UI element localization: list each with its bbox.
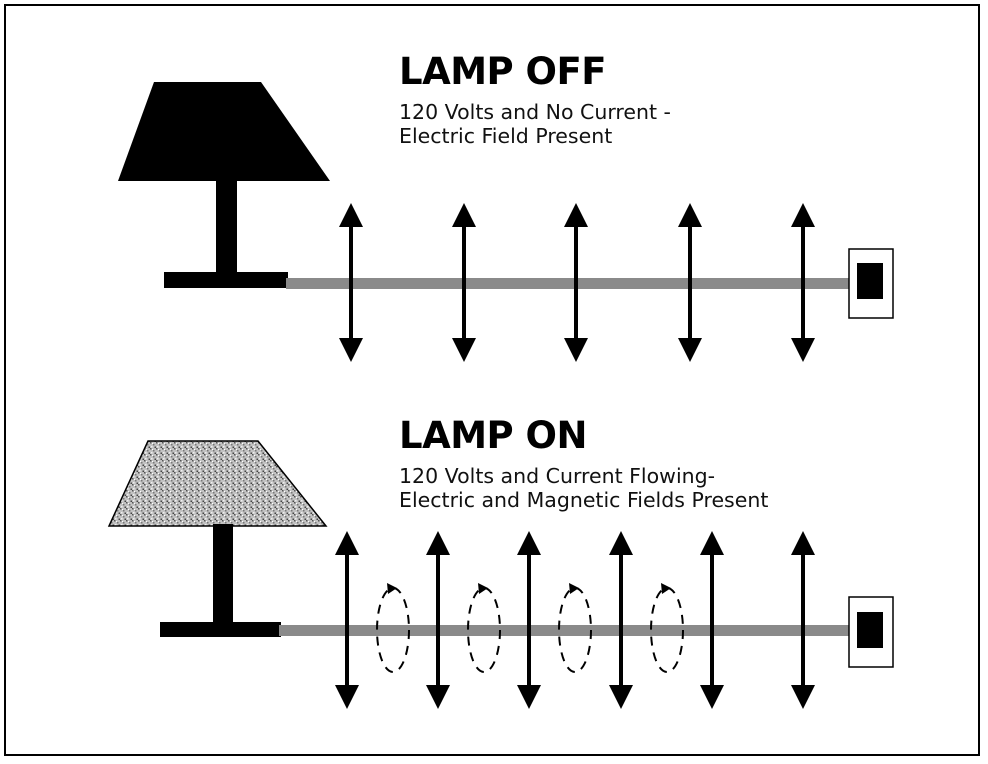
lamp-on-electric-field-arrows — [335, 531, 815, 709]
electric-field-arrow — [426, 531, 450, 709]
lamp-on-description-line-1: 120 Volts and Current Flowing- — [399, 464, 716, 488]
lamp-off-shade — [118, 82, 330, 181]
magnetic-field-loop — [650, 583, 684, 673]
electric-field-arrow — [791, 531, 815, 709]
lamp-on-stem — [213, 524, 233, 629]
electric-field-arrow — [609, 531, 633, 709]
electric-field-arrow — [678, 203, 702, 362]
lamp-off-title: LAMP OFF — [399, 50, 607, 93]
lamp-on-title: LAMP ON — [399, 414, 587, 457]
lamp-off-wall-outlet — [848, 248, 894, 319]
lamp-off-drawing — [118, 82, 894, 362]
lamp-off-wire — [286, 278, 861, 289]
electric-field-arrow — [791, 203, 815, 362]
magnetic-field-loop — [376, 583, 410, 673]
lamp-on-description-line-2: Electric and Magnetic Fields Present — [399, 488, 769, 512]
lamp-on-description: 120 Volts and Current Flowing- Electric … — [399, 464, 768, 512]
electric-field-arrow — [564, 203, 588, 362]
lamp-off-description-line-1: 120 Volts and No Current - — [399, 100, 671, 124]
electric-field-arrow — [339, 203, 363, 362]
magnetic-field-loop — [467, 583, 501, 673]
electric-field-arrow — [517, 531, 541, 709]
lamp-off-electric-field-arrows — [339, 203, 815, 362]
lamp-on-drawing — [107, 440, 894, 709]
diagram-frame: LAMP OFF 120 Volts and No Current - Elec… — [4, 4, 980, 756]
lamp-off-description: 120 Volts and No Current - Electric Fiel… — [399, 100, 671, 148]
lamp-on-wall-outlet — [848, 596, 894, 668]
magnetic-field-loop — [558, 583, 592, 673]
electric-field-arrow — [335, 531, 359, 709]
electric-field-arrow — [452, 203, 476, 362]
lamp-on-wire — [279, 625, 861, 636]
lamp-off-stem — [216, 180, 237, 280]
lamp-on-magnetic-field-loops — [376, 583, 684, 673]
lamp-off-base — [164, 272, 288, 288]
lamp-on-shade — [107, 440, 328, 527]
lamp-on-panel: LAMP ON 120 Volts and Current Flowing- E… — [6, 376, 982, 754]
electric-field-arrow — [700, 531, 724, 709]
lamp-off-panel: LAMP OFF 120 Volts and No Current - Elec… — [6, 6, 982, 376]
lamp-on-base — [160, 622, 281, 637]
lamp-off-description-line-2: Electric Field Present — [399, 124, 613, 148]
